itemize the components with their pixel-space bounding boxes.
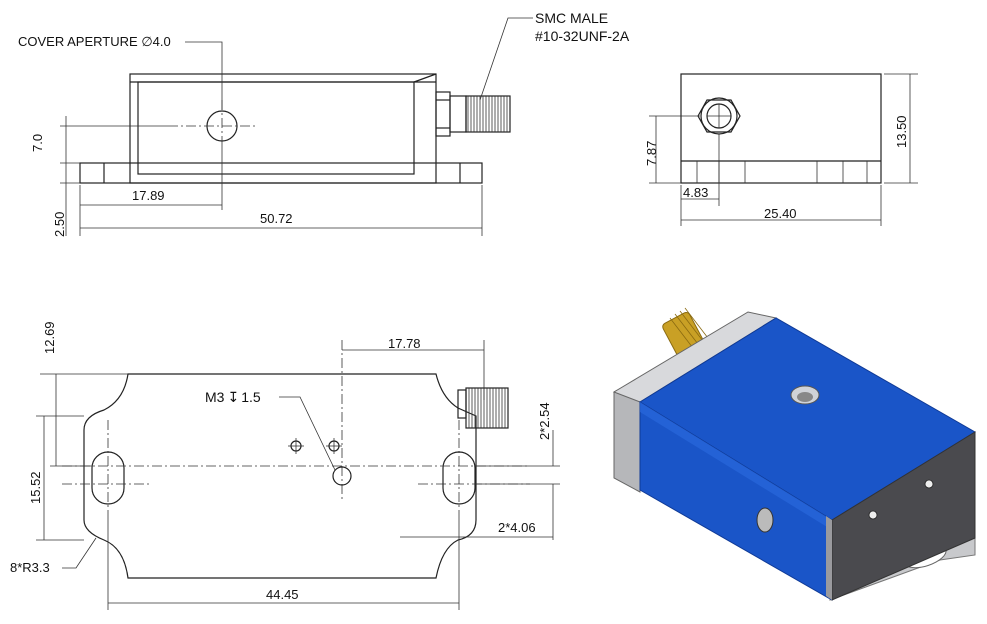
dim-front-17-89: 17.89	[132, 188, 165, 203]
cover-aperture-label: COVER APERTURE ∅4.0	[18, 34, 171, 49]
front-view	[79, 73, 511, 210]
dim-front-7: 7.0	[30, 134, 45, 152]
smc-label-1: SMC MALE	[535, 10, 608, 26]
fillet-label: 8*R3.3	[10, 560, 50, 575]
side-dimensions: 7.87 13.50 4.83 25.40	[644, 73, 918, 226]
front-body	[129, 73, 437, 184]
side-view	[680, 73, 882, 184]
front-connector-base	[435, 91, 451, 137]
dim-front-2-50: 2.50	[52, 212, 67, 237]
smc-label-2: #10-32UNF-2A	[535, 28, 630, 44]
top-dimensions: 12.69 15.52 17.78 2*2.54 2*4.06 44.45	[28, 321, 560, 610]
front-connector-thread	[465, 95, 511, 133]
front-dimensions: 7.0 2.50 17.89 50.72	[30, 116, 483, 237]
iso-side-hole	[756, 507, 774, 533]
top-view	[62, 340, 530, 579]
isometric-view	[612, 307, 976, 601]
front-base-plate	[79, 162, 483, 184]
dim-top-44-45: 44.45	[266, 587, 299, 602]
side-connector-hex	[697, 99, 741, 133]
dim-top-17-78: 17.78	[388, 336, 421, 351]
dim-side-4-83: 4.83	[683, 185, 708, 200]
smc-leader	[479, 17, 533, 101]
dim-top-2x4-06: 2*4.06	[498, 520, 536, 535]
iso-end-hole-2	[924, 479, 934, 489]
dim-front-50-72: 50.72	[260, 211, 293, 226]
dim-side-7-87: 7.87	[644, 141, 659, 166]
dim-side-13-50: 13.50	[894, 115, 909, 148]
dim-top-12-69: 12.69	[42, 321, 57, 354]
front-cover	[137, 81, 415, 175]
m3-leader	[279, 396, 336, 471]
cover-aperture-leader	[185, 41, 223, 110]
iso-end-hole-1	[868, 510, 878, 520]
top-connector-thread	[465, 387, 509, 429]
fillet-leader	[62, 537, 97, 569]
dim-side-25-40: 25.40	[764, 206, 797, 221]
top-outline	[83, 373, 477, 579]
dim-top-2x2-54: 2*2.54	[537, 402, 552, 440]
m3-hole	[332, 466, 352, 486]
dim-top-15-52: 15.52	[28, 471, 43, 504]
side-body	[680, 73, 882, 184]
m3-label: M3↧1.5	[205, 389, 261, 405]
